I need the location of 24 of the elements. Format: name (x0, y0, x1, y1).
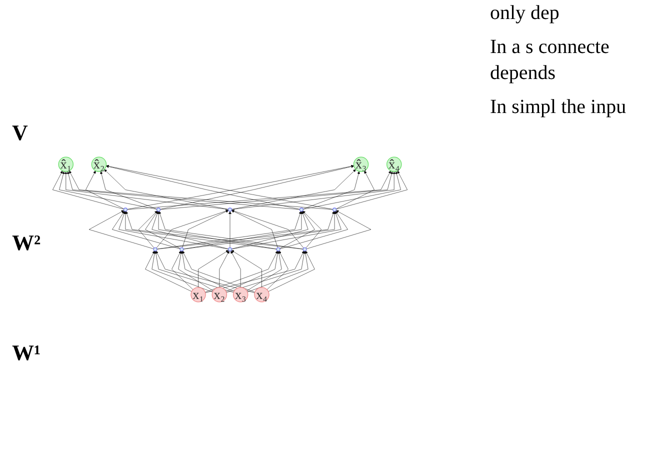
node-circle (276, 247, 280, 252)
node-circle: x̂₄ (386, 156, 402, 172)
bullet-text: only dep (490, 1, 560, 26)
node-circle (180, 247, 184, 252)
node-circle (302, 247, 307, 252)
weight-label: W² (12, 230, 41, 256)
node-circle (123, 208, 128, 212)
node-circle (299, 208, 304, 212)
node-circle (156, 208, 161, 212)
node-circle: x₃ (232, 287, 248, 302)
weight-label: W¹ (12, 340, 41, 366)
node-circle (228, 208, 232, 212)
node-circle: x̂₃ (353, 156, 369, 172)
node-circle: x̂₁ (58, 156, 74, 172)
node-circle: x₂ (212, 287, 228, 302)
node-circle (228, 247, 232, 252)
bullet-text: In simpl the inpu (490, 95, 628, 120)
node-circle: x̂₂ (91, 156, 107, 172)
node-circle (332, 208, 337, 212)
bullet-text: In a s connecte depends (490, 35, 610, 86)
node-circle: x₄ (254, 287, 270, 302)
node-circle (153, 247, 158, 252)
node-circle: x₁ (190, 287, 206, 302)
weight-label: V (12, 120, 28, 146)
